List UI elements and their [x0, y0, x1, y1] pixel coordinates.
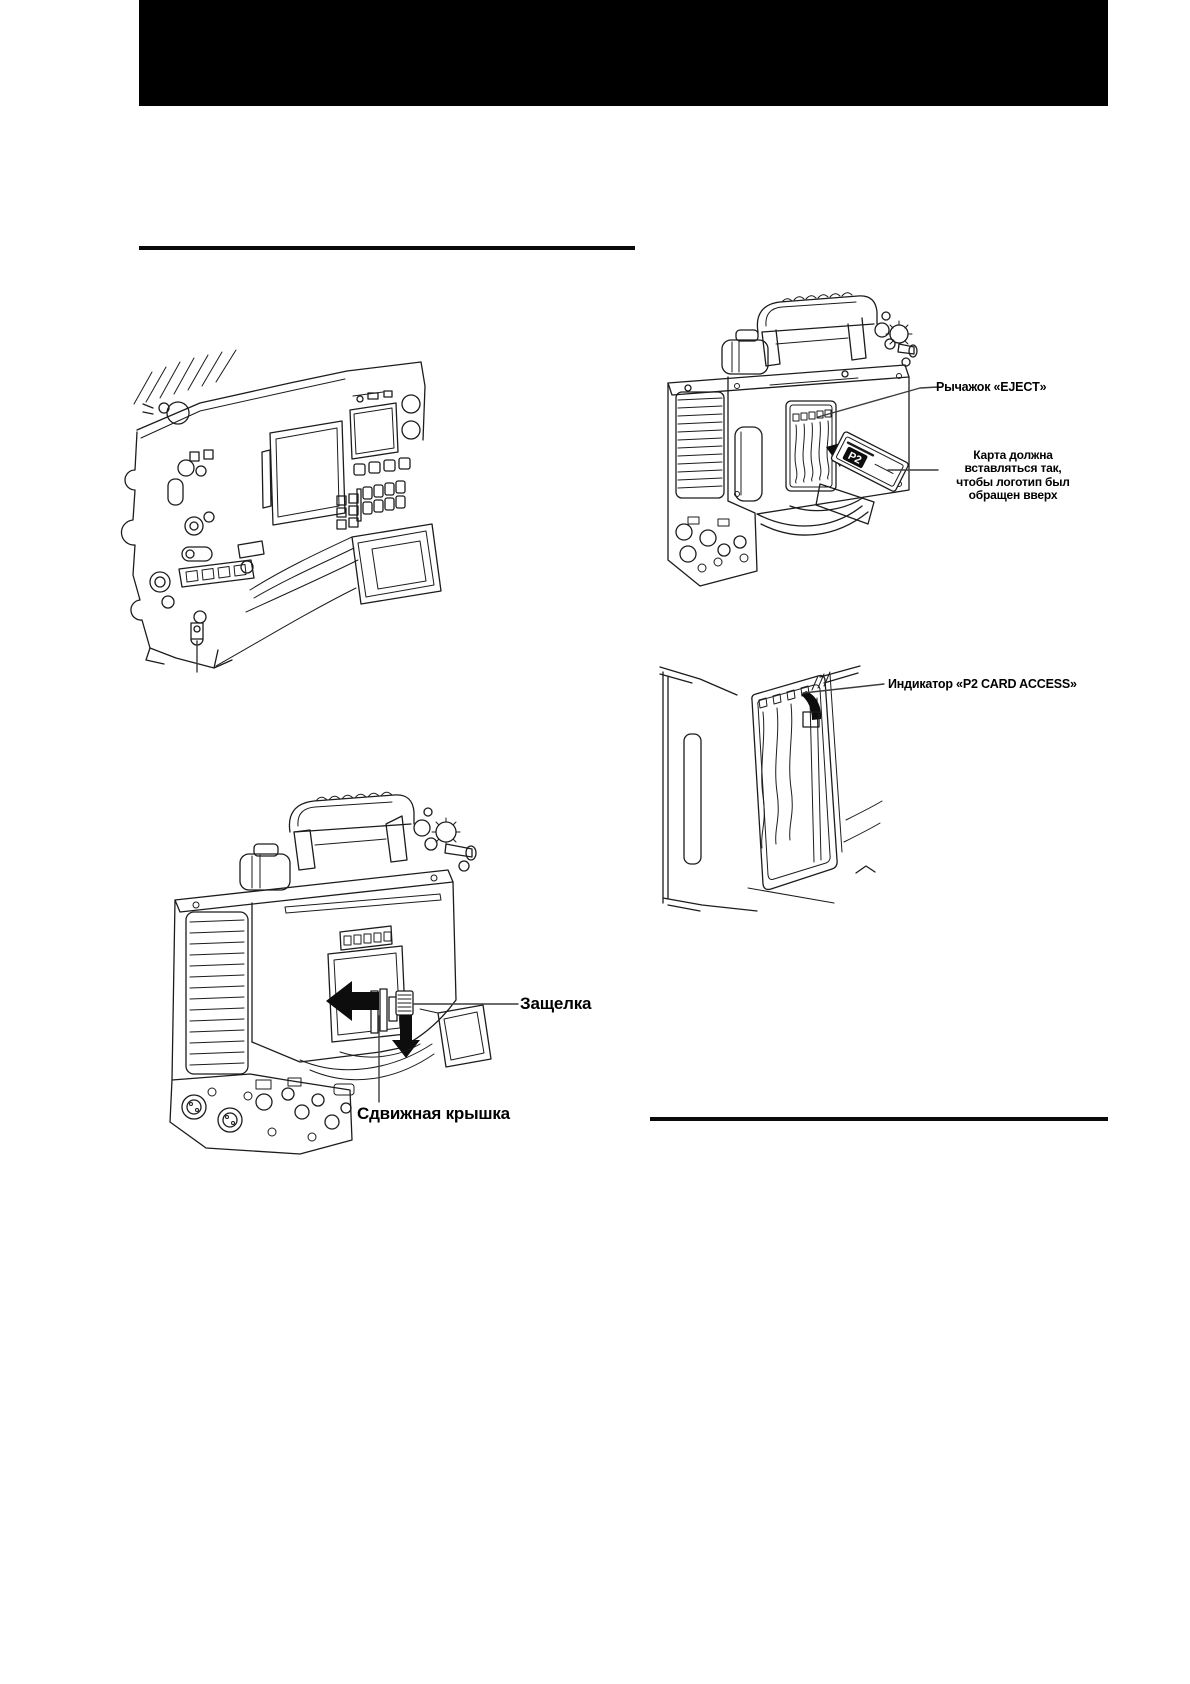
sliding-cover-label: Сдвижная крышка [357, 1104, 510, 1123]
camera-sliding-cover-figure [169, 791, 519, 1155]
card-slot-indicator-closeup-figure [659, 665, 885, 912]
camera-card-insertion-figure: P2 [667, 292, 939, 587]
eject-lever-label: Рычажок «EJECT» [936, 380, 1047, 394]
indicator-arrow [801, 691, 822, 720]
latch-label: Защелка [520, 994, 592, 1013]
card-orientation-note: Карта должна вставляться так, чтобы лого… [956, 448, 1070, 503]
p2-card-access-indicator-label: Индикатор «P2 CARD ACCESS» [888, 677, 1077, 691]
leader-line-access [802, 683, 885, 694]
camera-side-panel-closeup-figure [120, 349, 442, 673]
p2-logo: P2 [846, 450, 863, 467]
section-rule-right [650, 1117, 1108, 1121]
p2-card: P2 [830, 431, 909, 492]
leader-line-eject [817, 386, 939, 418]
slide-left-arrow [326, 981, 379, 1021]
page-header-bar [139, 0, 1108, 106]
section-rule-left [139, 246, 635, 250]
